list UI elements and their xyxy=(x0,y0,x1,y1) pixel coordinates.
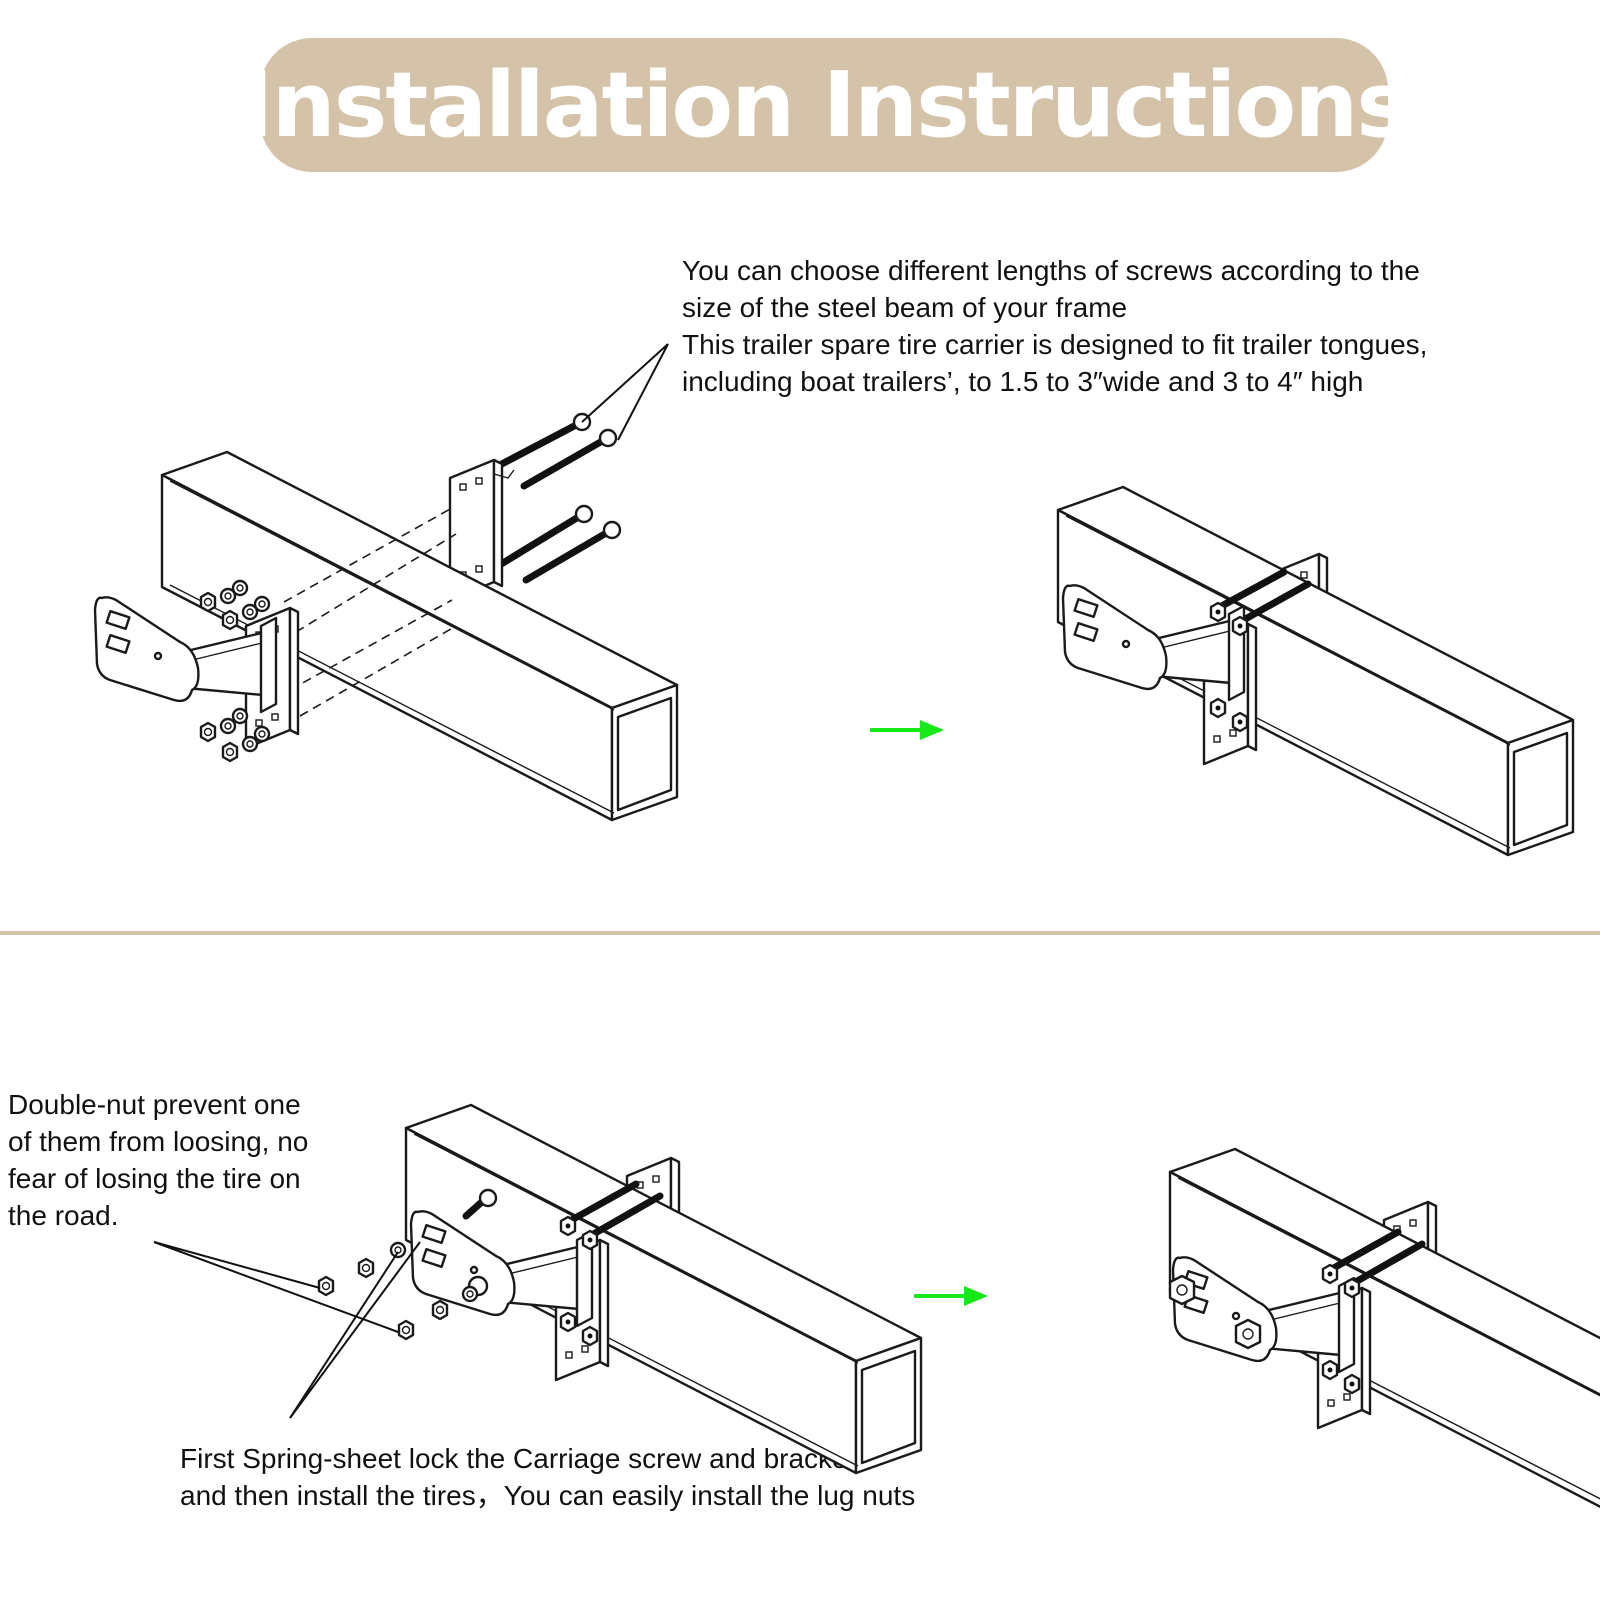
step2-assembled-view xyxy=(1056,485,1575,857)
screws-note-line: You can choose different lengths of scre… xyxy=(682,255,1420,286)
screws-note-line: This trailer spare tire carrier is desig… xyxy=(682,329,1428,360)
double-nut-note-line: the road. xyxy=(8,1200,119,1231)
double-nut-note-line: fear of losing the tire on xyxy=(8,1163,301,1194)
screws-pointer xyxy=(581,343,669,441)
spring-sheet-pointer xyxy=(289,1251,399,1419)
double-nut-note-line: of them from loosing, no xyxy=(8,1126,309,1157)
page-title: Installation Instructions xyxy=(240,52,1410,158)
title-banner: Installation Instructions xyxy=(240,38,1410,172)
double-nut-pointer xyxy=(153,1241,321,1289)
screws-note-line: size of the steel beam of your frame xyxy=(682,292,1128,323)
screws-note-line: including boat trailers’, to 1.5 to 3″wi… xyxy=(682,366,1364,397)
double-nut-pointer xyxy=(153,1241,399,1333)
double-nut-note-line: Double-nut prevent one xyxy=(8,1089,301,1120)
installed-lug-nuts xyxy=(1168,1274,1262,1350)
spring-sheet-note-line: and then install the tires，You can easil… xyxy=(180,1480,916,1511)
spring-sheet-note-line: First Spring-sheet lock the Carriage scr… xyxy=(180,1443,864,1474)
right-arrow-icon xyxy=(914,1286,988,1306)
step4-final-view xyxy=(1168,1147,1600,1519)
right-arrow-icon xyxy=(870,720,944,740)
spring-sheet-pointer xyxy=(289,1241,421,1419)
section-divider xyxy=(0,931,1600,935)
double-nut-note: Double-nut prevent one of them from loos… xyxy=(8,1086,308,1234)
trailer-tongue-tube xyxy=(160,450,679,822)
step3-nut-view xyxy=(153,1103,923,1475)
screws-note: You can choose different lengths of scre… xyxy=(682,252,1427,400)
step1-exploded-view xyxy=(93,343,679,822)
carriage-bolts xyxy=(494,412,622,584)
spring-sheet-note: First Spring-sheet lock the Carriage scr… xyxy=(180,1440,915,1514)
